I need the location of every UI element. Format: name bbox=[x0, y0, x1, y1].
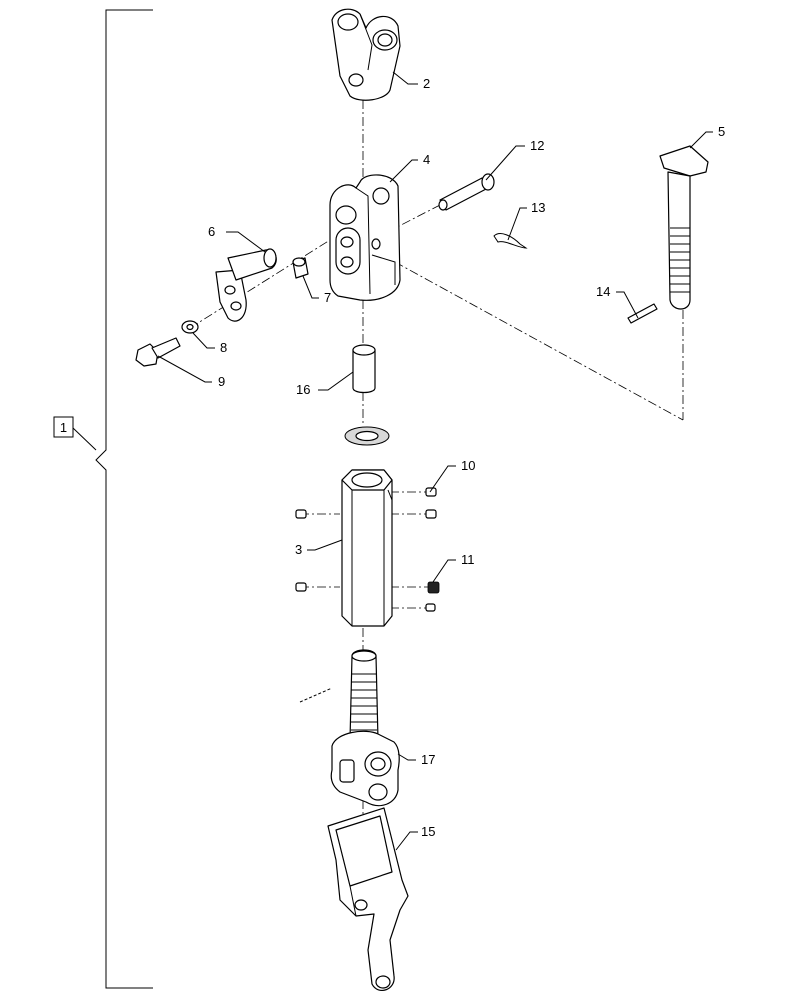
callout-13[interactable]: 13 bbox=[531, 200, 545, 215]
part-14-roll-pin[interactable] bbox=[627, 303, 658, 324]
leader-lines bbox=[157, 71, 713, 851]
tube-washer[interactable] bbox=[344, 426, 390, 446]
grease-fittings[interactable] bbox=[295, 487, 440, 612]
part-13-hair-pin-clip[interactable] bbox=[493, 233, 528, 249]
part-5-t-bolt[interactable] bbox=[659, 145, 709, 310]
callout-11[interactable]: 11 bbox=[461, 552, 475, 567]
callout-10[interactable]: 10 bbox=[461, 458, 475, 473]
rod-cross-pin[interactable] bbox=[299, 687, 333, 703]
callout-labels: 2 3 4 5 6 7 8 9 10 11 12 13 14 15 16 17 bbox=[208, 76, 725, 839]
callout-16[interactable]: 16 bbox=[296, 382, 310, 397]
callout-6[interactable]: 6 bbox=[208, 224, 215, 239]
part-7-bushing[interactable] bbox=[292, 257, 309, 279]
callout-7[interactable]: 7 bbox=[324, 290, 331, 305]
callout-12[interactable]: 12 bbox=[530, 138, 544, 153]
part-6-pin-with-plate[interactable] bbox=[215, 248, 277, 322]
assembly-bracket bbox=[72, 9, 153, 989]
center-lines bbox=[189, 100, 684, 830]
part-8-washer[interactable] bbox=[181, 320, 199, 334]
callout-8[interactable]: 8 bbox=[220, 340, 227, 355]
part-2-upper-clevis[interactable] bbox=[331, 8, 401, 101]
part-3-adjusting-tube[interactable] bbox=[341, 469, 393, 627]
part-12-clevis-pin[interactable] bbox=[438, 173, 495, 211]
callout-14[interactable]: 14 bbox=[596, 284, 610, 299]
callout-15[interactable]: 15 bbox=[421, 824, 435, 839]
callout-17[interactable]: 17 bbox=[421, 752, 435, 767]
part-9-bolt[interactable] bbox=[135, 337, 181, 367]
part-15-lower-link[interactable] bbox=[327, 807, 409, 992]
part-4-clevis-body[interactable] bbox=[329, 174, 401, 301]
assembly-number: 1 bbox=[60, 420, 67, 435]
callout-2[interactable]: 2 bbox=[423, 76, 430, 91]
part-17-threaded-clevis[interactable] bbox=[330, 649, 400, 807]
callout-4[interactable]: 4 bbox=[423, 152, 430, 167]
assembly-callout-box[interactable]: 1 bbox=[53, 416, 74, 438]
part-16-sleeve[interactable] bbox=[352, 344, 376, 394]
callout-5[interactable]: 5 bbox=[718, 124, 725, 139]
callout-9[interactable]: 9 bbox=[218, 374, 225, 389]
callout-3[interactable]: 3 bbox=[295, 542, 302, 557]
